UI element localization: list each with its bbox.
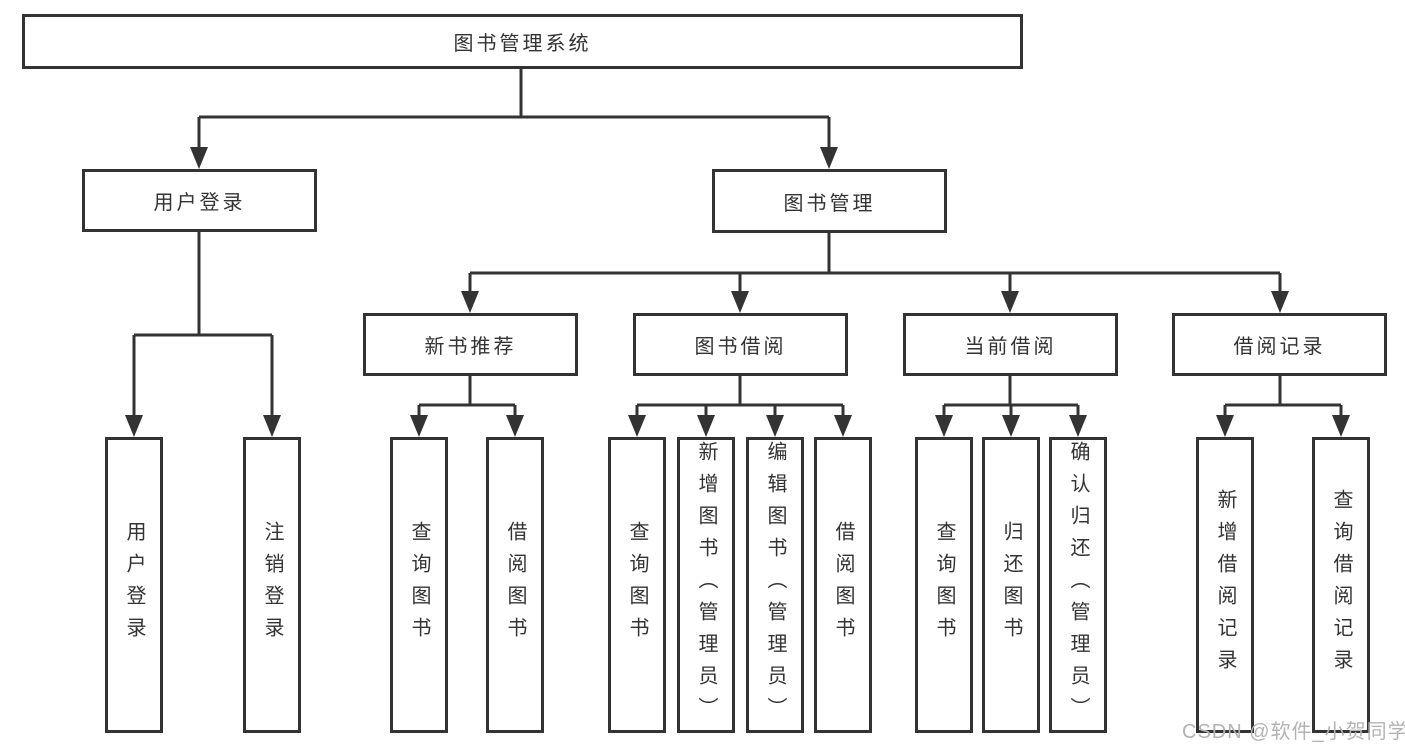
node-book-borrow-label: 图书借阅 bbox=[694, 336, 787, 358]
node-root: 图书管理系统 bbox=[22, 14, 1023, 69]
node-nb-query-books-label: 查询图书 bbox=[408, 521, 430, 649]
node-user-login: 用户登录 bbox=[82, 169, 317, 232]
node-br-add-record-label: 新增借阅记录 bbox=[1214, 489, 1236, 681]
node-logout-action-label: 注销登录 bbox=[261, 521, 283, 649]
node-bb-borrow-books-label: 借阅图书 bbox=[832, 521, 854, 649]
node-user-login-label: 用户登录 bbox=[153, 192, 246, 214]
node-book-management-label: 图书管理 bbox=[783, 192, 876, 215]
node-user-login-action: 用户登录 bbox=[105, 437, 163, 733]
node-bb-edit-books-admin-label: 编辑图书（管理员） bbox=[764, 441, 786, 729]
node-bb-query-books-label: 查询图书 bbox=[626, 521, 648, 649]
node-bb-query-books: 查询图书 bbox=[608, 437, 666, 733]
node-bb-edit-books-admin: 编辑图书（管理员） bbox=[746, 437, 804, 733]
node-nb-borrow-books: 借阅图书 bbox=[486, 437, 544, 733]
node-nb-query-books: 查询图书 bbox=[390, 437, 448, 733]
node-logout-action: 注销登录 bbox=[243, 437, 301, 733]
node-borrow-records: 借阅记录 bbox=[1172, 313, 1387, 376]
watermark-text: CSDN @软件_小贺同学 bbox=[1182, 721, 1405, 743]
node-cb-confirm-return-admin: 确认归还（管理员） bbox=[1049, 437, 1107, 733]
node-user-login-action-label: 用户登录 bbox=[123, 521, 145, 649]
node-current-borrow: 当前借阅 bbox=[903, 313, 1118, 376]
node-cb-confirm-return-admin-label: 确认归还（管理员） bbox=[1067, 441, 1089, 729]
node-bb-add-books-admin: 新增图书（管理员） bbox=[677, 437, 735, 733]
node-root-label: 图书管理系统 bbox=[453, 33, 592, 55]
node-cb-return-books: 归还图书 bbox=[982, 437, 1040, 733]
node-new-book-recommend-label: 新书推荐 bbox=[424, 336, 517, 358]
node-cb-query-books: 查询图书 bbox=[915, 437, 973, 733]
node-current-borrow-label: 当前借阅 bbox=[964, 336, 1057, 358]
node-bb-add-books-admin-label: 新增图书（管理员） bbox=[695, 441, 717, 729]
node-bb-borrow-books: 借阅图书 bbox=[814, 437, 872, 733]
node-cb-query-books-label: 查询图书 bbox=[933, 521, 955, 649]
node-book-management: 图书管理 bbox=[712, 169, 947, 233]
node-book-borrow: 图书借阅 bbox=[633, 313, 848, 376]
node-br-add-record: 新增借阅记录 bbox=[1196, 437, 1254, 733]
node-nb-borrow-books-label: 借阅图书 bbox=[504, 521, 526, 649]
node-new-book-recommend: 新书推荐 bbox=[363, 313, 578, 376]
node-br-query-record: 查询借阅记录 bbox=[1312, 437, 1370, 733]
node-br-query-record-label: 查询借阅记录 bbox=[1330, 489, 1352, 681]
node-cb-return-books-label: 归还图书 bbox=[1000, 521, 1022, 649]
node-borrow-records-label: 借阅记录 bbox=[1233, 336, 1326, 358]
